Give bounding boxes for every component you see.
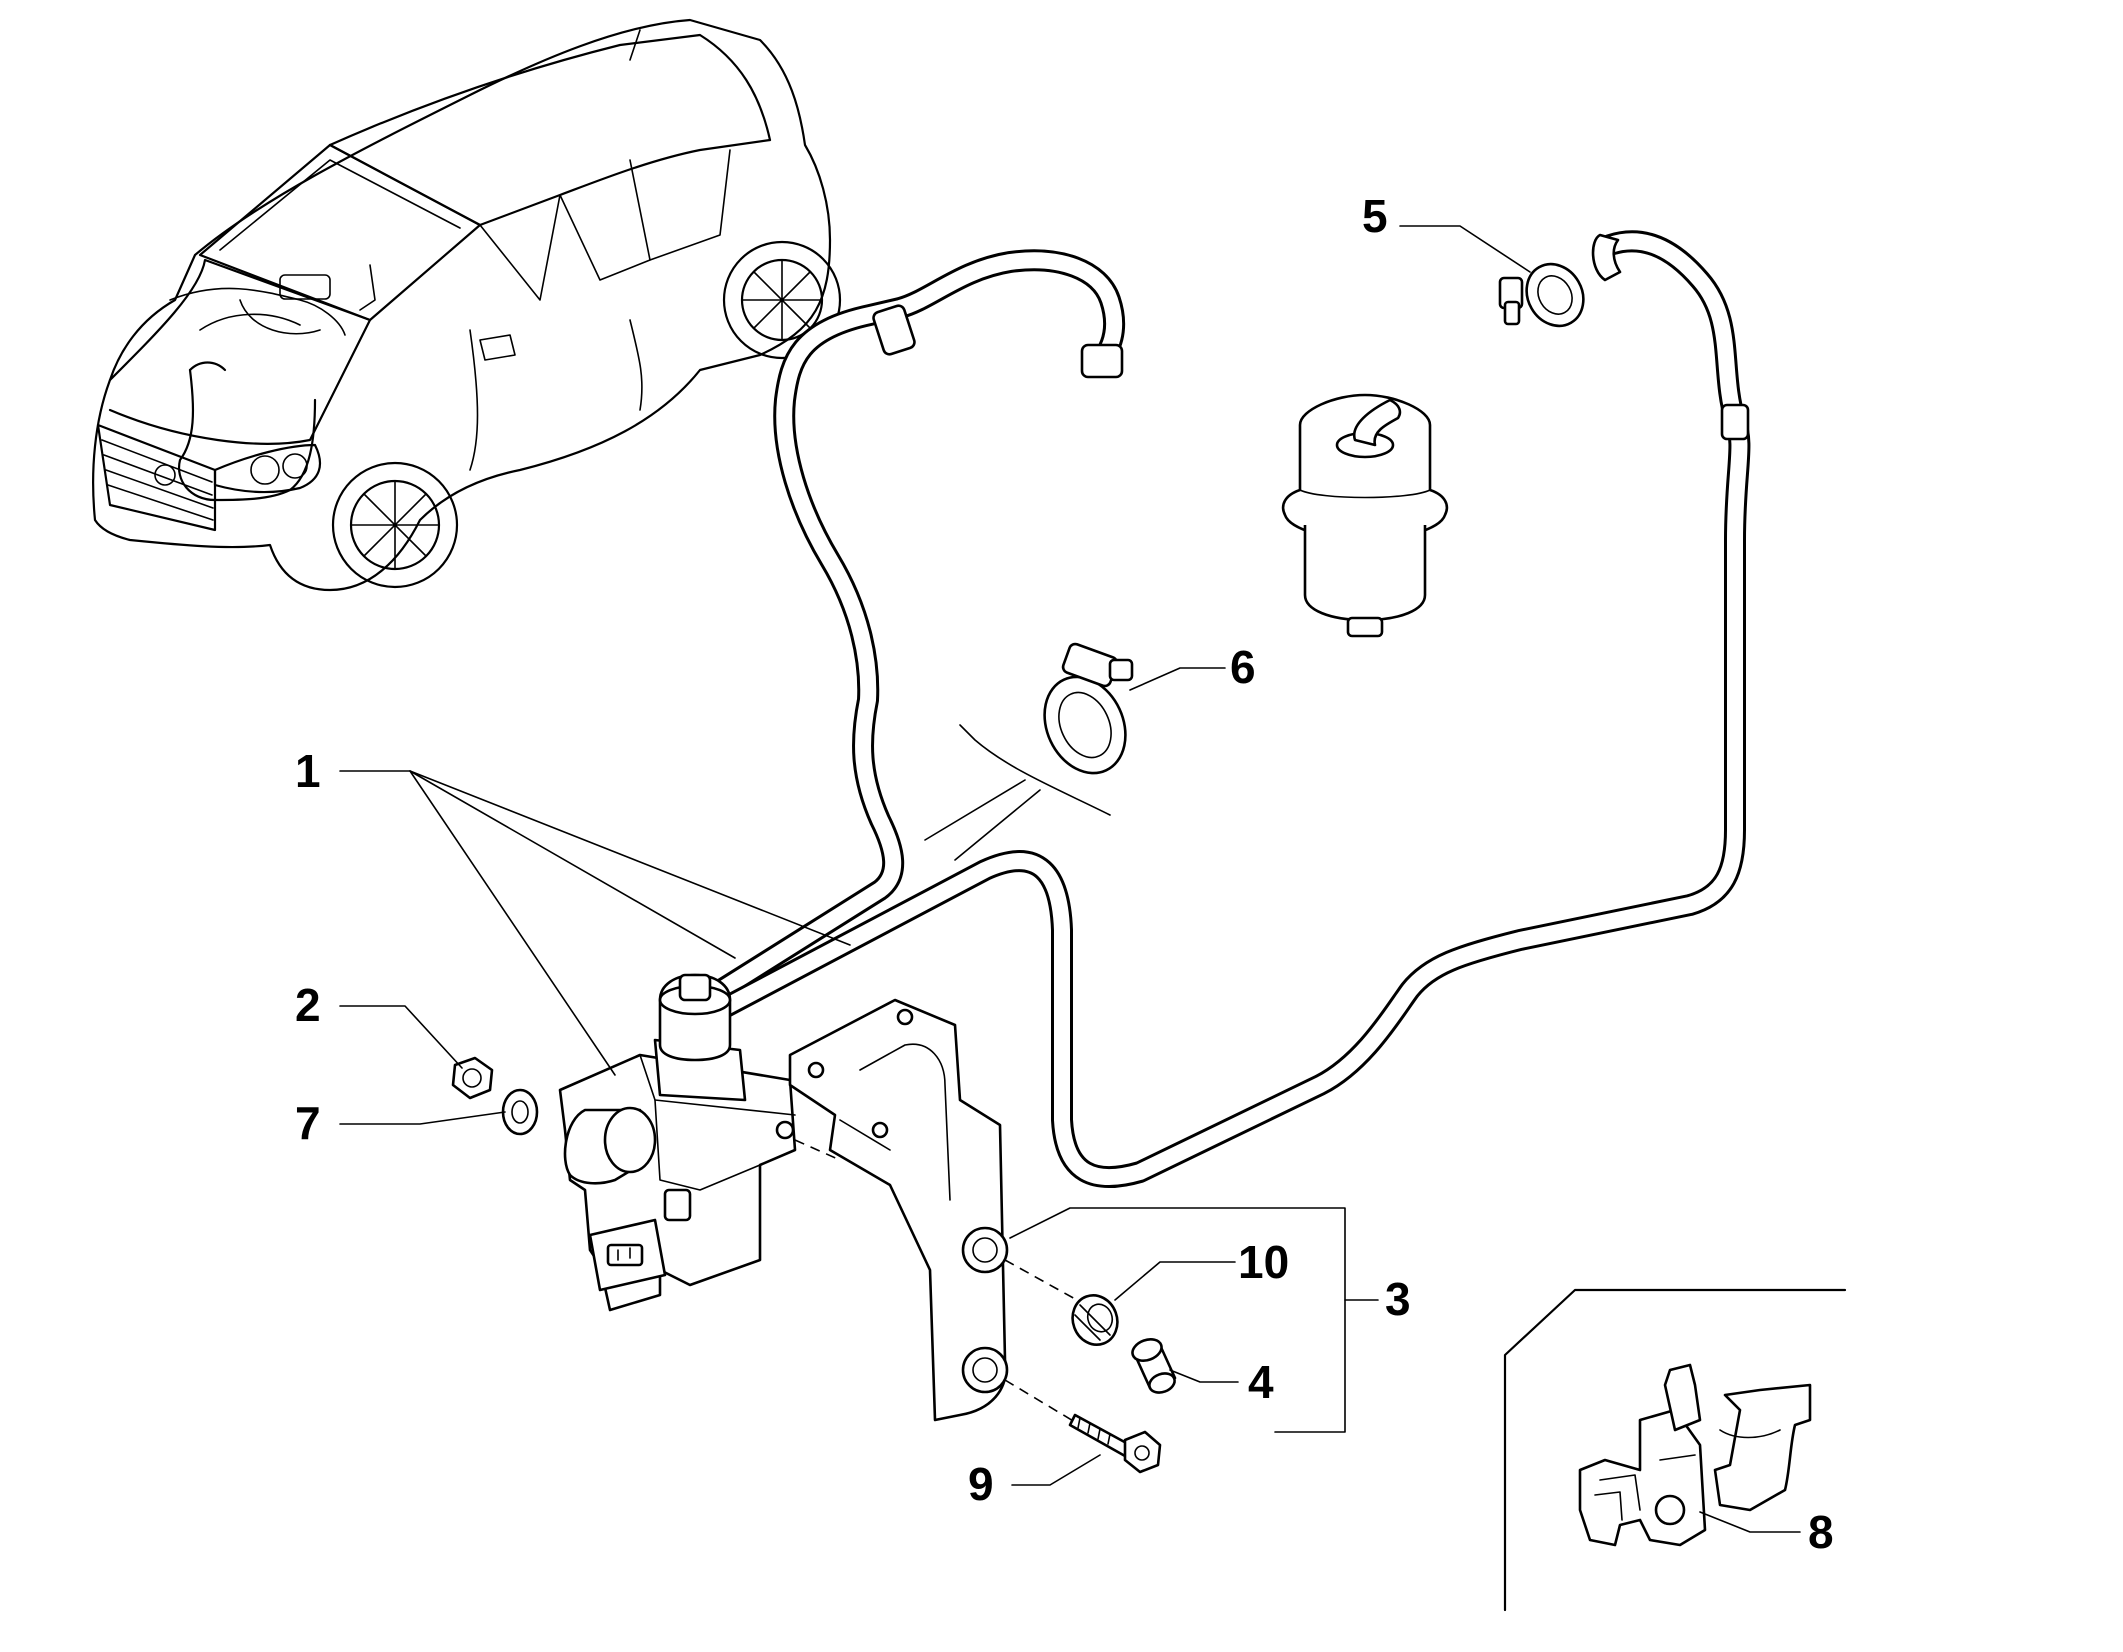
callout-9: 9 (968, 1458, 994, 1510)
callout-8: 8 (1808, 1506, 1834, 1558)
spacer-4 (1131, 1337, 1177, 1394)
callout-3: 3 (1385, 1273, 1411, 1325)
callout-2: 2 (295, 979, 321, 1031)
hose-clamp-6 (1043, 642, 1134, 775)
vacuum-canister (1281, 393, 1449, 638)
vacuum-hoses (694, 230, 1751, 1189)
callout-1: 1 (295, 745, 321, 797)
hose-clip-8 (1578, 1363, 1812, 1547)
hose-clamp-5 (1498, 262, 1585, 328)
vehicle-locator-illustration (92, 18, 842, 592)
leader-lines (339, 225, 1801, 1533)
solenoid-valve (558, 973, 797, 1312)
callout-6: 6 (1230, 641, 1256, 693)
mounting-bracket (788, 998, 1009, 1422)
callout-4: 4 (1248, 1356, 1274, 1408)
inset-frame-8 (1503, 1288, 1847, 1612)
callout-5: 5 (1362, 190, 1388, 242)
callout-7: 7 (295, 1097, 321, 1149)
bolt-9 (1068, 1413, 1162, 1474)
section-break-marks (924, 724, 1111, 861)
washer-7 (501, 1088, 539, 1136)
callout-numbers: 1 2 7 5 6 3 10 4 9 8 (295, 190, 1834, 1558)
grommet-10 (1071, 1294, 1119, 1346)
callout-10: 10 (1238, 1236, 1289, 1288)
